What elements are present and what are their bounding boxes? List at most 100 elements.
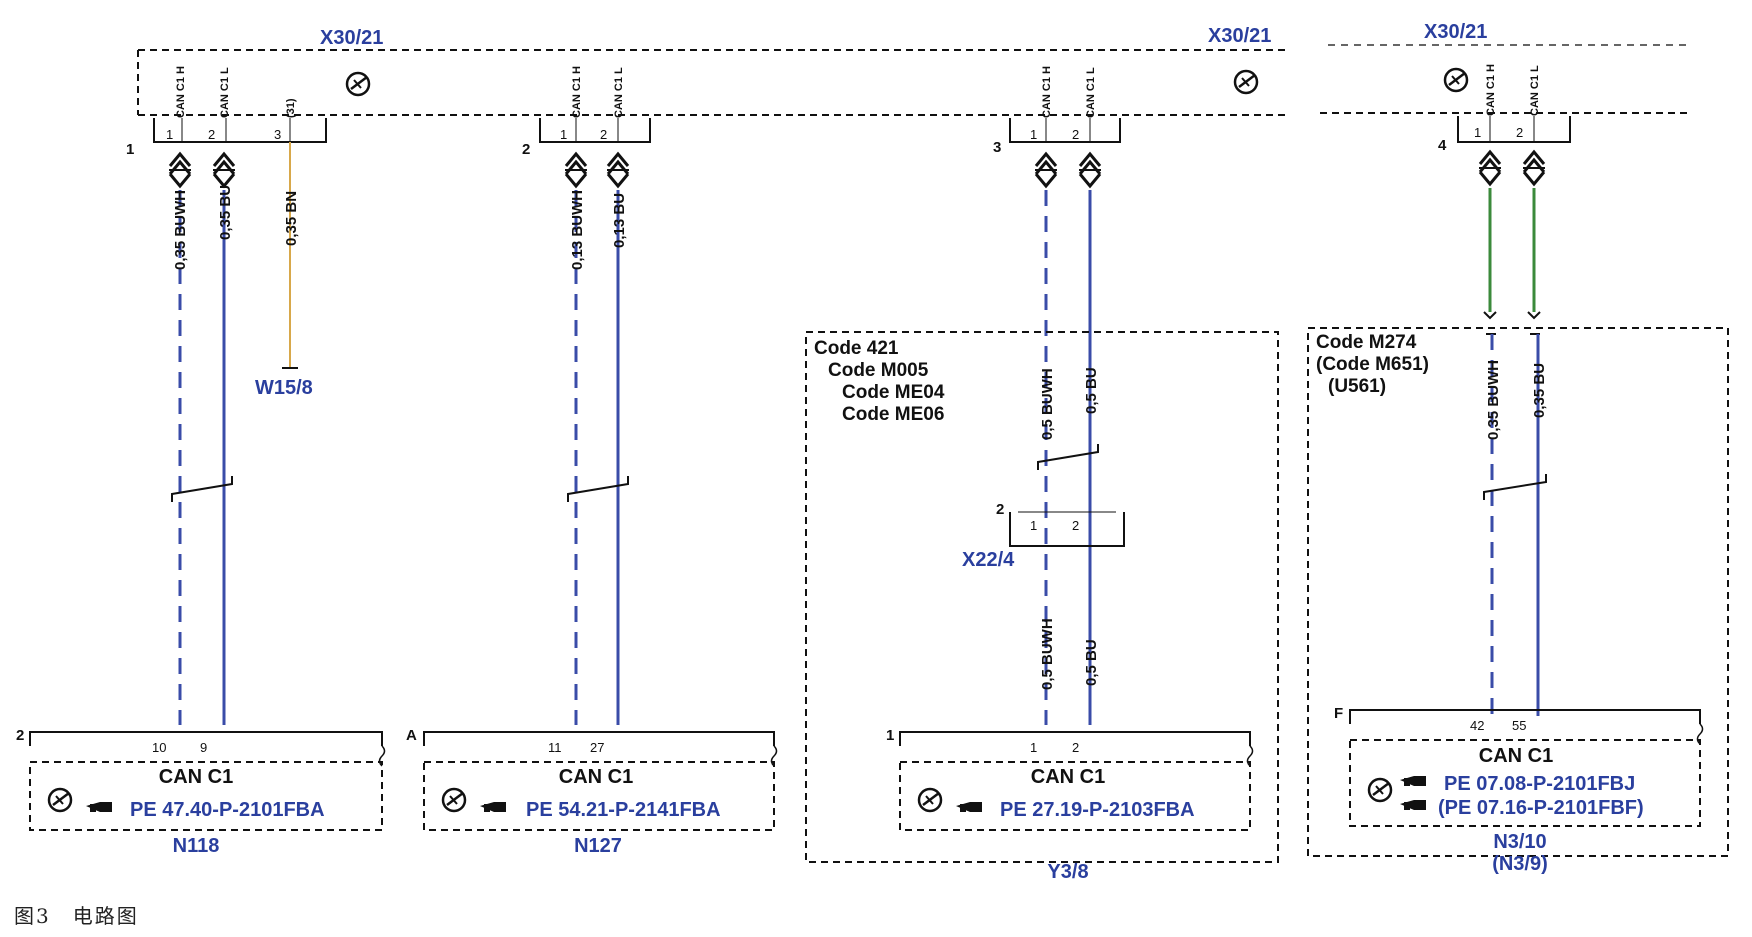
connector-label-x30-21-right: X30/21 <box>1424 21 1487 43</box>
twist-mark <box>567 476 629 502</box>
inline-connector-x22-4 <box>1009 511 1125 547</box>
option-box-y3-8 <box>805 331 1279 863</box>
module-n127 <box>423 731 778 831</box>
signal-label: CAN C1 H <box>1041 66 1053 118</box>
module-n118 <box>29 731 386 831</box>
bus-name: CAN C1 <box>1031 766 1105 788</box>
bus-name: CAN C1 <box>1479 745 1553 767</box>
pe-reference: PE 47.40-P-2101FBA <box>130 799 325 821</box>
signal-label: CAN C1 L <box>613 67 625 118</box>
wire-label: 0,5 BUWH <box>1039 618 1056 690</box>
module-y3-8 <box>899 731 1254 831</box>
hand-pointer-icon <box>480 802 506 812</box>
bus-connector-x30-21 <box>137 44 1690 116</box>
hand-pointer-icon <box>1400 800 1426 810</box>
hand-pointer-icon <box>956 802 982 812</box>
wire-label: 0,35 BN <box>283 191 300 246</box>
ground-icon <box>1233 69 1259 95</box>
code-label: Code ME04 <box>842 382 945 403</box>
module-pin-label: A <box>406 727 417 744</box>
hand-pointer-icon <box>86 802 112 812</box>
bus-number: 3 <box>993 139 1001 156</box>
pin-number: 1 <box>1030 740 1037 755</box>
module-n3-10 <box>1349 709 1704 827</box>
pin-number: 10 <box>152 740 166 755</box>
connector-label-x22-4: X22/4 <box>962 549 1015 571</box>
ground-icon <box>1443 67 1469 93</box>
wire-label: 0,35 BUWH <box>1485 360 1502 440</box>
pe-reference: PE 54.21-P-2141FBA <box>526 799 721 821</box>
pin-number: 2 <box>1072 740 1079 755</box>
pin-number: 1 <box>1030 127 1037 142</box>
code-label: (U561) <box>1328 376 1386 397</box>
plug-icon <box>1521 150 1547 186</box>
module-pin-label: 2 <box>16 727 24 744</box>
module-pin-label: F <box>1334 705 1343 722</box>
pin-block-3 <box>1009 118 1121 143</box>
plug-icon <box>1077 152 1103 188</box>
component-name: Y3/8 <box>1047 861 1088 883</box>
wire-label: 0,35 BU <box>1531 363 1548 418</box>
wire-label: 0,35 BUWH <box>172 190 189 270</box>
pin-number: 2 <box>600 127 607 142</box>
pin-number: 1 <box>1030 518 1037 533</box>
bus-name: CAN C1 <box>559 766 633 788</box>
pin-block-2 <box>539 118 651 143</box>
pe-reference: PE 07.08-P-2101FBJ <box>1444 773 1635 795</box>
pin-number: 1 <box>166 127 173 142</box>
figure-caption: 图3 电路图 <box>14 904 139 928</box>
code-label: Code M005 <box>828 360 929 381</box>
bus-number: 1 <box>126 141 134 158</box>
component-name: N118 <box>173 835 220 857</box>
plug-icon <box>1477 150 1503 186</box>
signal-label: CAN C1 H <box>175 66 187 118</box>
pin-number: 11 <box>548 740 562 755</box>
pin-number: 55 <box>1512 718 1526 733</box>
pin-number: 42 <box>1470 718 1484 733</box>
plug-icon <box>211 152 237 188</box>
connector-label-w15-8: W15/8 <box>255 377 313 399</box>
code-label: Code ME06 <box>842 404 944 425</box>
option-box-n3-10 <box>1307 327 1729 857</box>
plug-icon <box>167 152 193 188</box>
plug-icon <box>605 152 631 188</box>
signal-label: CAN C1 H <box>1485 64 1497 116</box>
bus-number: 2 <box>522 141 530 158</box>
pin-number: 2 <box>208 127 215 142</box>
pin-number: 1 <box>1474 125 1481 140</box>
code-label: (Code M651) <box>1316 354 1429 375</box>
plug-icon <box>1033 152 1059 188</box>
signal-label: (31) <box>285 98 297 118</box>
ground-icon <box>917 787 943 813</box>
pin-number: 1 <box>560 127 567 142</box>
component-name: N127 <box>574 835 622 857</box>
bus-number: 4 <box>1438 137 1447 154</box>
pin-number: 2 <box>1516 125 1523 140</box>
ground-icon <box>1367 777 1393 803</box>
hand-pointer-icon <box>1400 776 1426 786</box>
component-name-alt: (N3/9) <box>1492 853 1548 875</box>
ground-icon <box>441 787 467 813</box>
pin-number: 2 <box>1072 518 1079 533</box>
pin-number: 2 <box>1072 127 1079 142</box>
pin-block-4 <box>1457 116 1571 143</box>
wire-label: 0,5 BUWH <box>1039 368 1056 440</box>
pin-number: 27 <box>590 740 604 755</box>
code-label: Code 421 <box>814 338 899 359</box>
pe-reference: PE 27.19-P-2103FBA <box>1000 799 1195 821</box>
bus-number: 2 <box>996 501 1004 518</box>
signal-label: CAN C1 L <box>219 67 231 118</box>
twist-mark <box>1037 444 1099 470</box>
wire-label: 0,5 BU <box>1083 639 1100 686</box>
twist-mark <box>1483 474 1547 500</box>
wire-label: 0,5 BU <box>1083 367 1100 414</box>
component-name: N3/10 <box>1493 831 1546 853</box>
ground-icon <box>345 71 371 97</box>
wire-label: 0,13 BU <box>611 193 628 248</box>
bus-name: CAN C1 <box>159 766 233 788</box>
signal-label: CAN C1 L <box>1529 65 1541 116</box>
pin-number: 9 <box>200 740 207 755</box>
pin-block-1 <box>153 118 327 143</box>
wire-label: 0,35 BU <box>217 185 234 240</box>
